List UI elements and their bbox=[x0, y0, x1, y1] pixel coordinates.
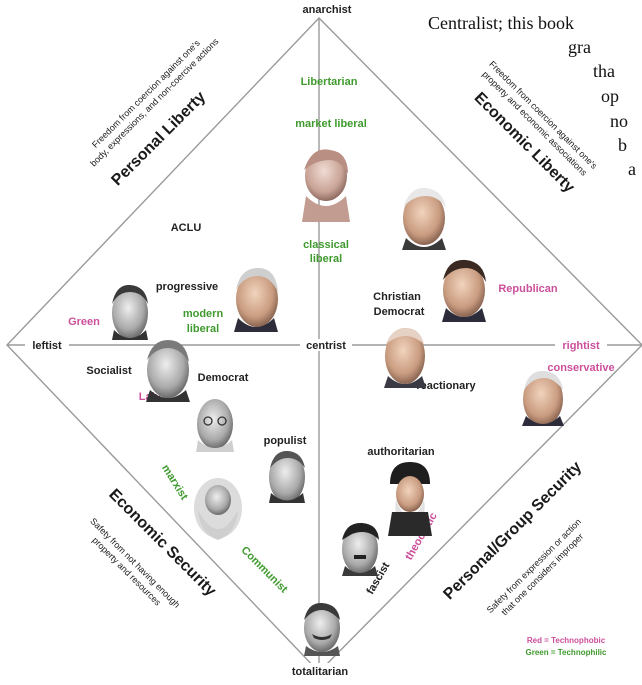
portrait-khomeini bbox=[388, 462, 432, 536]
label-reactionary: reactionary bbox=[416, 380, 476, 392]
quadrant-desc-economic-security-1: Safety from not having enough bbox=[88, 516, 182, 610]
label-modern-liberal-2: liberal bbox=[187, 323, 219, 335]
label-progressive: progressive bbox=[156, 281, 218, 293]
label-democrat: Democrat bbox=[198, 372, 249, 384]
portrait-reagan bbox=[442, 259, 486, 322]
overflow-text-line-7: a bbox=[628, 159, 636, 179]
axis-label-anarchist: anarchist bbox=[303, 4, 352, 16]
label-libertarian: Libertarian bbox=[301, 76, 358, 88]
key-technophobic: Red = Technophobic bbox=[527, 636, 606, 645]
overflow-text-line-4: op bbox=[601, 86, 619, 106]
quadrant-desc-economic-security-2: property and resources bbox=[90, 535, 163, 608]
overflow-text-line-1: Centralist; this book bbox=[428, 13, 574, 33]
key-technophilic: Green = Technophilic bbox=[526, 648, 608, 657]
label-marxist: marxist bbox=[159, 463, 190, 503]
axis-label-totalitarian: totalitarian bbox=[292, 666, 349, 678]
label-socialist: Socialist bbox=[86, 365, 132, 377]
label-conservative: conservative bbox=[547, 362, 614, 374]
label-market-liberal: market liberal bbox=[295, 118, 367, 130]
label-green: Green bbox=[68, 316, 100, 328]
portrait-marx bbox=[194, 478, 242, 540]
portrait-populist bbox=[269, 450, 305, 503]
portrait-fdr bbox=[146, 340, 190, 402]
portrait-stalin bbox=[304, 602, 340, 656]
portrait-eisenhower bbox=[384, 328, 426, 388]
label-republican: Republican bbox=[498, 283, 558, 295]
overflow-text-line-6: b bbox=[618, 135, 627, 155]
label-christian-democrat-1: Christian bbox=[373, 291, 421, 303]
label-populist: populist bbox=[264, 435, 307, 447]
quadrant-desc-personal-group-security-2: that one considers improper bbox=[499, 531, 585, 617]
label-aclu: ACLU bbox=[171, 222, 202, 234]
axis-label-rightist: rightist bbox=[562, 340, 600, 352]
overflow-text-line-5: no bbox=[610, 111, 628, 131]
portrait-gandhi bbox=[196, 399, 234, 452]
label-communist: Communist bbox=[238, 544, 290, 596]
axis-label-centrist: centrist bbox=[306, 340, 346, 352]
portrait-nader bbox=[112, 284, 148, 340]
portrait-bust-classical-liberal bbox=[302, 149, 350, 222]
portrait-hitler bbox=[342, 522, 379, 576]
label-classical-liberal-2: liberal bbox=[310, 253, 342, 265]
overflow-text-line-2: gra bbox=[568, 37, 591, 57]
quadrant-desc-personal-liberty-1: Freedom from coercion against one's bbox=[90, 38, 202, 150]
label-modern-liberal-1: modern bbox=[183, 308, 224, 320]
label-authoritarian: authoritarian bbox=[367, 446, 435, 458]
portrait-gingrich bbox=[402, 187, 446, 250]
label-classical-liberal-1: classical bbox=[303, 239, 349, 251]
axis-label-leftist: leftist bbox=[32, 340, 62, 352]
label-christian-democrat-2: Democrat bbox=[374, 306, 425, 318]
portrait-clinton bbox=[234, 268, 278, 332]
overflow-text-line-3: tha bbox=[593, 61, 615, 81]
portrait-conservative bbox=[522, 370, 564, 426]
